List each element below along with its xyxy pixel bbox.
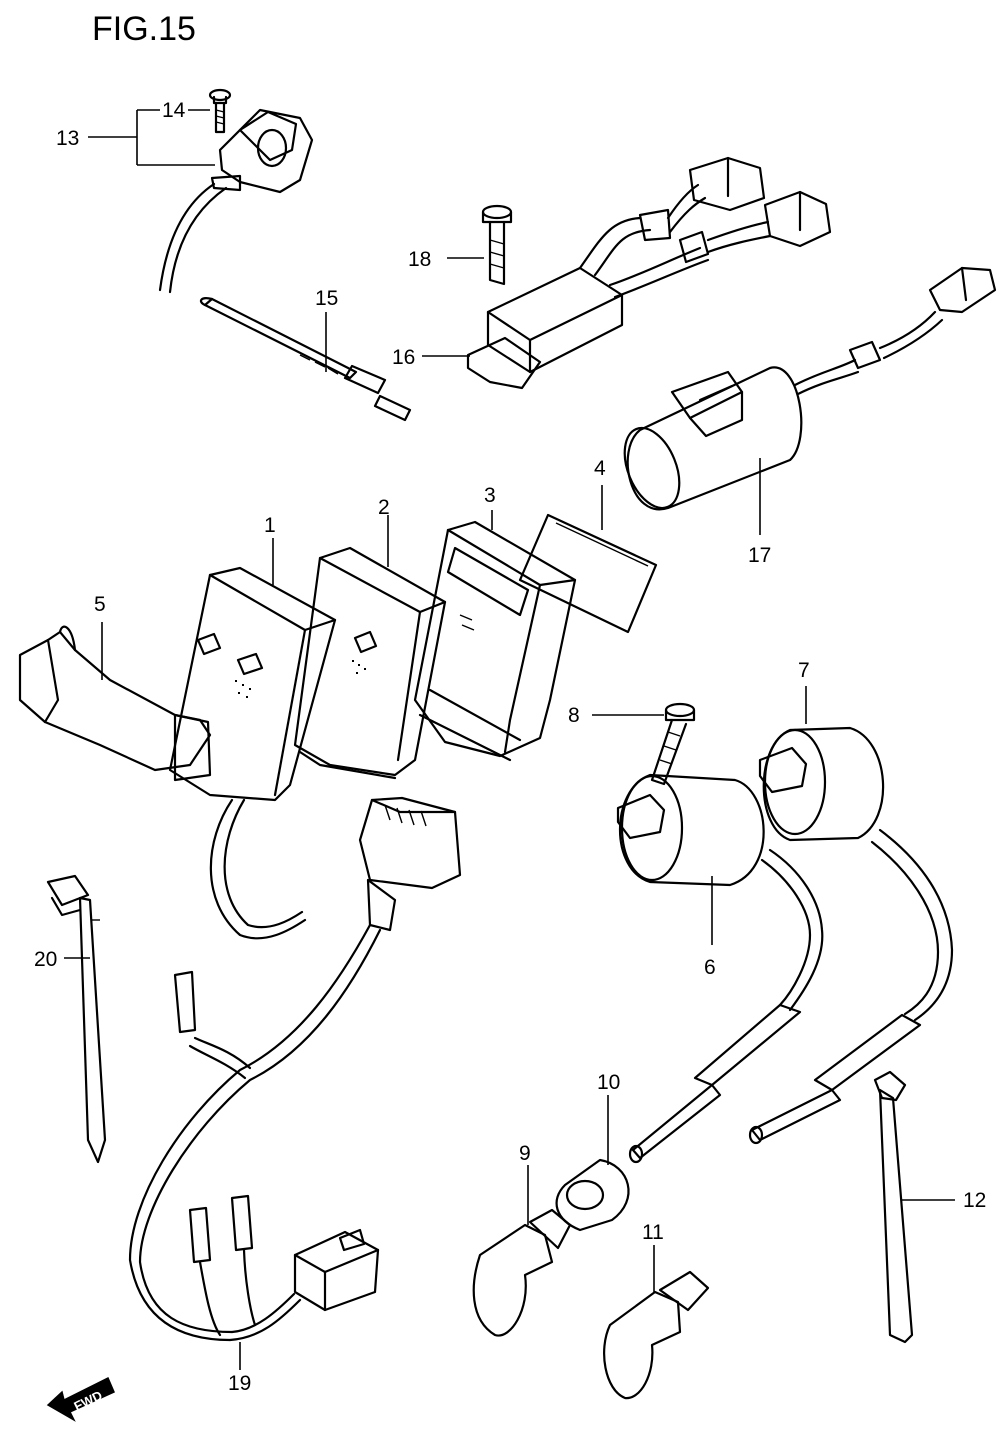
fwd-arrow-icon: FWD <box>46 1376 115 1422</box>
callout-2: 2 <box>378 496 390 519</box>
part-16-module <box>466 156 832 390</box>
callout-8: 8 <box>568 704 580 727</box>
callout-5: 5 <box>94 593 106 616</box>
callout-16: 16 <box>392 346 415 369</box>
callout-13: 13 <box>56 127 79 150</box>
callout-19: 19 <box>228 1372 251 1395</box>
callout-18: 18 <box>408 248 431 271</box>
part-18-bolt <box>481 204 513 286</box>
part-11-plug-cap <box>603 1270 710 1400</box>
part-19-harness <box>128 796 462 1342</box>
callout-12: 12 <box>963 1189 986 1212</box>
part-8-bolt <box>650 702 696 786</box>
part-13-clamp <box>158 108 314 294</box>
callout-20: 20 <box>34 948 57 971</box>
part-6-coil <box>616 773 824 1164</box>
callout-3: 3 <box>484 484 496 507</box>
part-14-screw <box>208 88 232 134</box>
part-1-module <box>168 566 337 940</box>
part-9-plug-cap <box>472 1208 572 1337</box>
part-15-cable-tie <box>199 297 412 422</box>
part-10-grommet <box>555 1158 630 1232</box>
callout-17: 17 <box>748 544 771 567</box>
part-4-pad <box>518 513 658 634</box>
callout-7: 7 <box>798 659 810 682</box>
callout-9: 9 <box>519 1142 531 1165</box>
fwd-label: FWD <box>71 1388 104 1414</box>
part-5-strap <box>18 625 212 782</box>
callout-14: 14 <box>162 99 186 122</box>
callout-6: 6 <box>704 956 716 979</box>
part-7-coil <box>748 726 954 1145</box>
callout-4: 4 <box>594 457 606 480</box>
callout-10: 10 <box>597 1071 620 1094</box>
part-20-cable-tie <box>46 874 107 1164</box>
figure-title: FIG.15 <box>92 10 196 48</box>
part-17-condenser <box>623 266 997 511</box>
callout-11: 11 <box>642 1221 664 1244</box>
callout-15: 15 <box>315 287 338 310</box>
part-12-cable-tie <box>873 1070 914 1344</box>
part-3-module <box>413 520 577 762</box>
callout-1: 1 <box>264 514 276 537</box>
